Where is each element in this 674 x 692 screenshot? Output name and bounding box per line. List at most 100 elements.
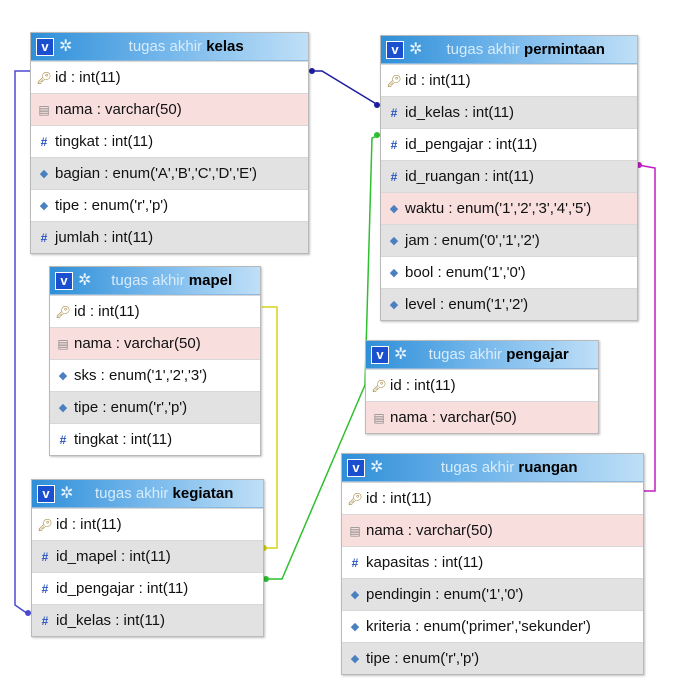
toggle-icon[interactable]: v [55,271,73,290]
column-label: jumlah : int(11) [55,229,154,246]
column-row[interactable]: ▤nama : varchar(50) [31,93,308,125]
column-label: nama : varchar(50) [366,522,493,539]
column-label: id : int(11) [366,490,432,507]
column-row[interactable]: #id_pengajar : int(11) [381,128,637,160]
column-row[interactable]: ◆ jam : enum('0','1','2') [381,224,637,256]
column-row[interactable]: ◆waktu : enum('1','2','3','4','5') [381,192,637,224]
toggle-icon[interactable]: v [371,345,389,364]
toggle-icon[interactable]: v [386,40,404,59]
column-label: jam : enum('0','1','2') [405,232,540,249]
table-permintaan[interactable]: v ✲ tugas akhir permintaan 🔑︎id : int(11… [380,35,638,321]
column-label: id : int(11) [55,69,121,86]
column-label: sks : enum('1','2','3') [74,367,208,384]
column-label: id : int(11) [56,516,122,533]
toggle-icon[interactable]: v [347,458,365,477]
column-row[interactable]: ◆kriteria : enum('primer','sekunder') [342,610,643,642]
column-row[interactable]: 🔑︎id : int(11) [366,369,598,401]
relation-end-dot [309,68,315,74]
database-name: tugas akhir [95,485,169,502]
database-name: tugas akhir [428,346,503,363]
column-row[interactable]: 🔑︎id : int(11) [50,295,260,327]
number-field-icon: # [59,432,67,447]
enum-field-icon: ◆ [350,589,360,601]
column-row[interactable]: #tingkat : int(11) [50,423,260,455]
enum-field-icon: ◆ [39,168,49,180]
table-header[interactable]: v ✲ tugas akhir mapel [50,267,260,295]
column-row[interactable]: ◆tipe : enum('r','p') [342,642,643,674]
column-row[interactable]: #id_ruangan : int(11) [381,160,637,192]
table-ruangan[interactable]: v ✲ tugas akhir ruangan 🔑︎id : int(11) ▤… [341,453,644,675]
gear-icon[interactable]: ✲ [60,484,74,502]
column-label: tipe : enum('r','p') [74,399,188,416]
column-label: id_pengajar : int(11) [56,580,189,597]
relation-end-dot [263,576,269,582]
column-row[interactable]: ▤nama : varchar(50) [366,401,598,433]
gear-icon[interactable]: ✲ [370,458,384,476]
relation-end-dot [374,102,380,108]
column-label: id_kelas : int(11) [56,612,165,629]
column-row[interactable]: ▤ nama : varchar(50) [50,327,260,359]
column-label: nama : varchar(50) [390,409,517,426]
column-row[interactable]: 🔑︎id : int(11) [342,482,643,514]
column-label: id : int(11) [74,303,140,320]
column-row[interactable]: ◆bool : enum('1','0') [381,256,637,288]
table-header[interactable]: v ✲ tugas akhir permintaan [381,36,637,64]
table-header[interactable]: v ✲ tugas akhir kegiatan [32,480,263,508]
column-row[interactable]: ▤ nama : varchar(50) [342,514,643,546]
text-field-icon: ▤ [57,336,69,351]
key-icon: 🔑︎ [55,304,71,319]
column-row[interactable]: 🔑︎id : int(11) [31,61,308,93]
table-header[interactable]: v ✲ tugas akhir ruangan [342,454,643,482]
column-row[interactable]: #id_mapel : int(11) [32,540,263,572]
column-row[interactable]: 🔑︎id : int(11) [32,508,263,540]
number-field-icon: # [351,555,359,570]
text-field-icon: ▤ [349,523,361,538]
column-row[interactable]: #id_kelas : int(11) [32,604,263,636]
toggle-icon[interactable]: v [37,484,55,503]
enum-field-icon: ◆ [389,299,399,311]
column-row[interactable]: ◆level : enum('1','2') [381,288,637,320]
enum-field-icon: ◆ [389,235,399,247]
number-field-icon: # [41,581,49,596]
column-row[interactable]: ◆bagian : enum('A','B','C','D','E') [31,157,308,189]
table-kegiatan[interactable]: v ✲ tugas akhir kegiatan 🔑︎id : int(11) … [31,479,264,637]
column-row[interactable]: #tingkat : int(11) [31,125,308,157]
text-field-icon: ▤ [38,102,50,117]
column-label: id_pengajar : int(11) [405,136,538,153]
gear-icon[interactable]: ✲ [78,271,92,289]
gear-icon[interactable]: ✲ [409,40,423,58]
column-row[interactable]: ◆tipe : enum('r','p') [50,391,260,423]
column-row[interactable]: #jumlah : int(11) [31,221,308,253]
column-label: nama : varchar(50) [74,335,201,352]
table-header[interactable]: v ✲ tugas akhir kelas [31,33,308,61]
column-label: kriteria : enum('primer','sekunder') [366,618,591,635]
relation-end-dot [25,610,31,616]
table-name: kegiatan [172,485,234,502]
column-row[interactable]: ◆pendingin : enum('1','0') [342,578,643,610]
column-row[interactable]: # kapasitas : int(11) [342,546,643,578]
gear-icon[interactable]: ✲ [394,345,408,363]
column-row[interactable]: #id_kelas : int(11) [381,96,637,128]
enum-field-icon: ◆ [39,200,49,212]
toggle-icon[interactable]: v [36,37,54,56]
column-row[interactable]: # id_pengajar : int(11) [32,572,263,604]
column-label: tipe : enum('r','p') [366,650,480,667]
gear-icon[interactable]: ✲ [59,37,73,55]
column-row[interactable]: ◆sks : enum('1','2','3') [50,359,260,391]
table-header[interactable]: v ✲ tugas akhir pengajar [366,341,598,369]
relation-ruangan-permintaan [637,164,656,492]
column-label: kapasitas : int(11) [366,554,484,571]
table-name: pengajar [506,346,569,363]
column-label: id_ruangan : int(11) [405,168,534,185]
column-label: id : int(11) [390,377,456,394]
column-row[interactable]: 🔑︎id : int(11) [381,64,637,96]
table-kelas[interactable]: v ✲ tugas akhir kelas 🔑︎id : int(11) ▤na… [30,32,309,254]
database-name: tugas akhir [440,459,515,476]
table-name: permintaan [524,41,605,58]
enum-field-icon: ◆ [389,267,399,279]
table-pengajar[interactable]: v ✲ tugas akhir pengajar 🔑︎id : int(11) … [365,340,599,434]
column-row[interactable]: ◆tipe : enum('r','p') [31,189,308,221]
table-mapel[interactable]: v ✲ tugas akhir mapel 🔑︎id : int(11) ▤ na… [49,266,261,456]
enum-field-icon: ◆ [389,203,399,215]
table-name: ruangan [518,459,578,476]
